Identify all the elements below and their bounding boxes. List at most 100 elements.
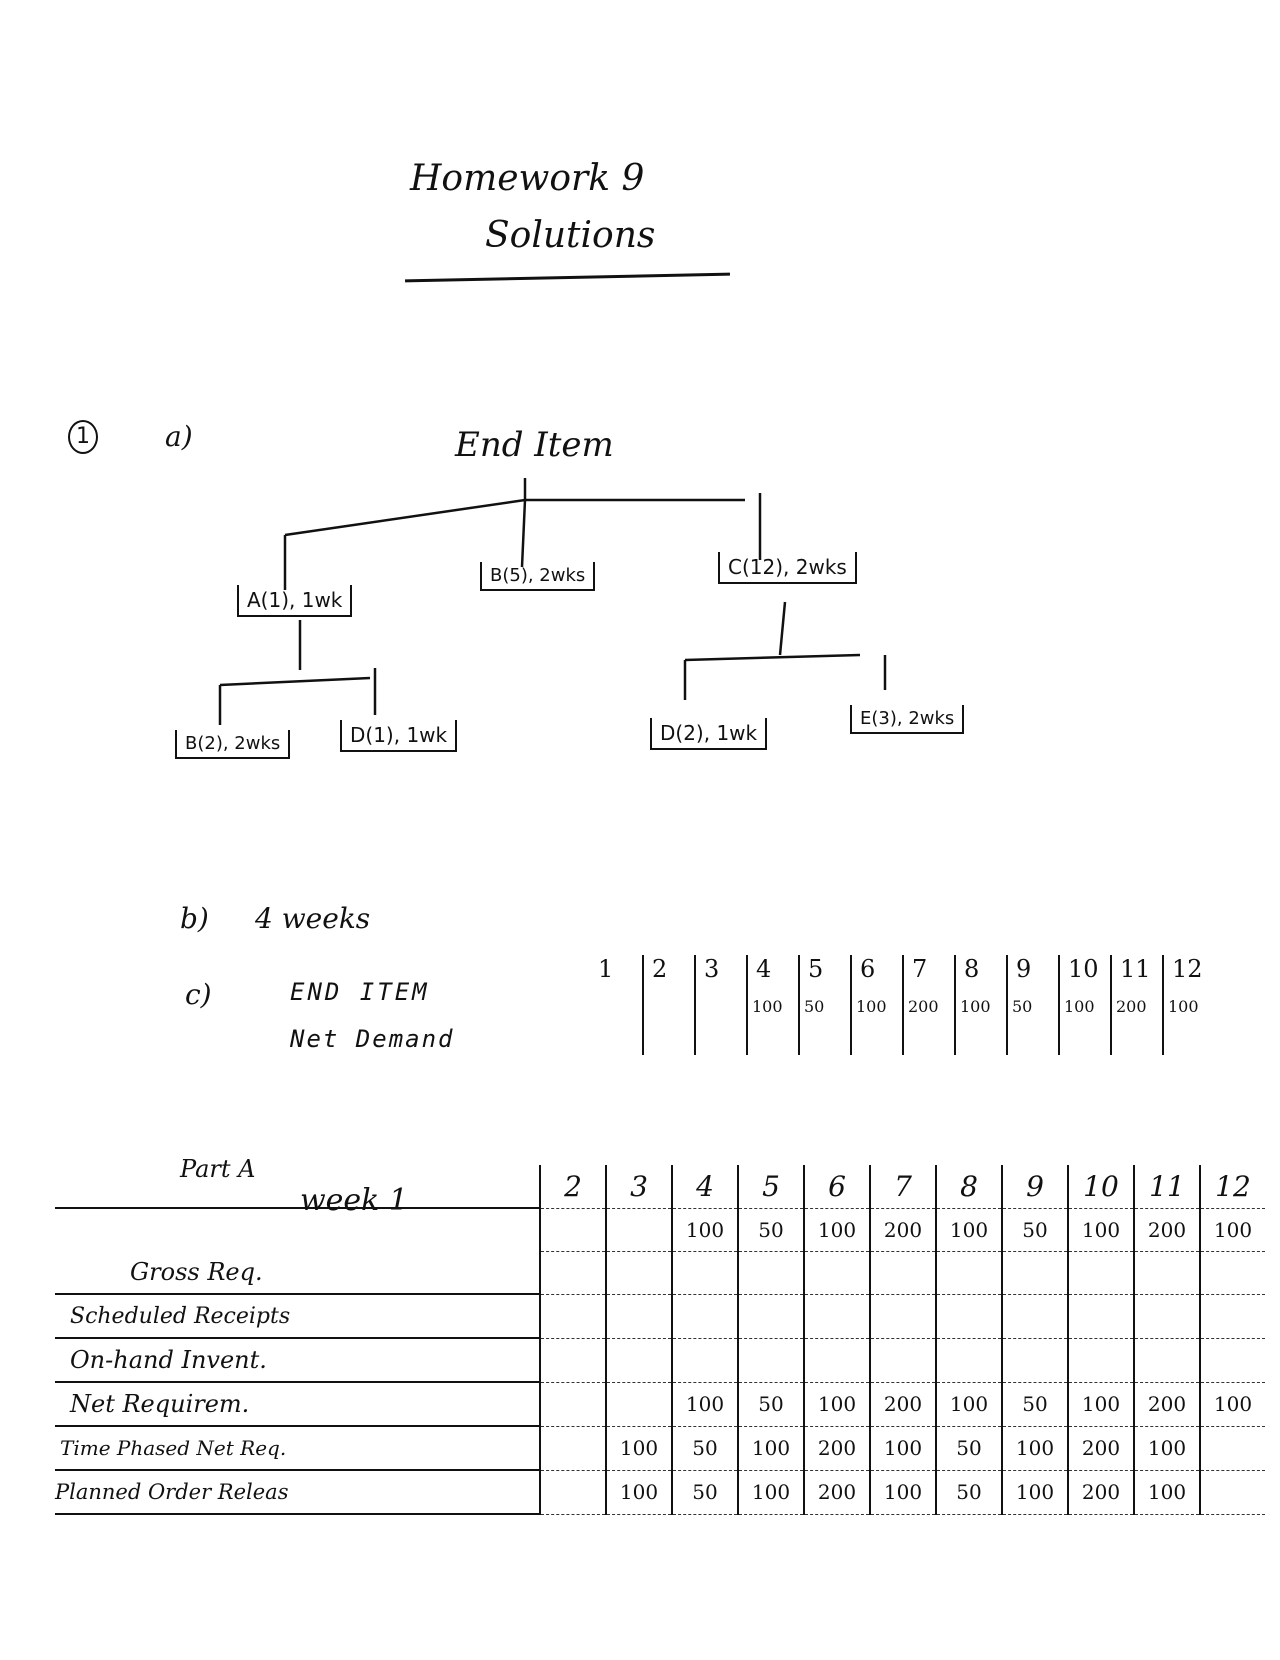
mrp-cell (935, 1251, 1002, 1295)
mrp-cell: 100 (1067, 1382, 1134, 1427)
net-demand-cell: 3 (694, 955, 748, 1055)
mrp-cell (1199, 1251, 1265, 1295)
week-label: 4 (756, 955, 772, 983)
mrp-row-label: Time Phased Net Req. (55, 1426, 540, 1471)
mrp-cell (539, 1382, 606, 1427)
mrp-week: 7 (869, 1165, 936, 1209)
net-demand-value: 100 (856, 997, 887, 1016)
net-demand-cell: 6 100 (850, 955, 904, 1055)
mrp-cell (539, 1338, 606, 1383)
net-demand-value: 100 (752, 997, 783, 1016)
mrp-cell: 100 (671, 1208, 738, 1252)
mrp-cell (1067, 1294, 1134, 1339)
mrp-cell (869, 1294, 936, 1339)
page-title: Homework 9 (410, 158, 645, 199)
net-demand-cell: 12 100 (1162, 955, 1216, 1055)
mrp-cell: 100 (1001, 1426, 1068, 1471)
tree-node-a: A(1), 1wk (237, 585, 353, 617)
mrp-cell (737, 1251, 804, 1295)
mrp-cell (539, 1251, 606, 1295)
mrp-cell: 100 (935, 1382, 1002, 1427)
mrp-row-planned-order-releases: Planned Order Releas 100 50 100 200 100 … (55, 1470, 1265, 1515)
mrp-cell: 100 (1067, 1208, 1134, 1252)
mrp-cell: 50 (671, 1470, 738, 1515)
mrp-cell (935, 1294, 1002, 1339)
week-label: 12 (1172, 955, 1203, 983)
week-label: 7 (912, 955, 928, 983)
mrp-cell (1133, 1251, 1200, 1295)
mrp-row-label: Scheduled Receipts (55, 1294, 540, 1339)
week-label: 3 (704, 955, 720, 983)
net-demand-value: 100 (960, 997, 991, 1016)
mrp-cell: 50 (1001, 1208, 1068, 1252)
mrp-row-label: Planned Order Releas (55, 1470, 540, 1515)
mrp-row-label: Net Requirem. (55, 1382, 540, 1427)
net-demand-cell: 1 (590, 955, 642, 1055)
mrp-week: 3 (605, 1165, 672, 1209)
mrp-week: 2 (539, 1165, 606, 1209)
mrp-week: 11 (1133, 1165, 1200, 1209)
net-demand-value: 100 (1168, 997, 1199, 1016)
mrp-cell (605, 1338, 672, 1383)
mrp-cell: 100 (605, 1470, 672, 1515)
mrp-cell: 100 (1133, 1470, 1200, 1515)
question-number: 1 (68, 420, 98, 454)
mrp-cell (1133, 1338, 1200, 1383)
week-label: 6 (860, 955, 876, 983)
part-c-label: c) (185, 978, 212, 1011)
mrp-week: 12 (1199, 1165, 1265, 1209)
mrp-cell: 200 (869, 1208, 936, 1252)
mrp-row-gross-req: Gross Req. (55, 1251, 1265, 1295)
mrp-cell: 200 (803, 1470, 870, 1515)
mrp-cell: 100 (737, 1470, 804, 1515)
tree-node-a-d: D(1), 1wk (340, 720, 458, 752)
mrp-cell: 100 (671, 1382, 738, 1427)
net-demand-value: 200 (908, 997, 939, 1016)
mrp-week: 10 (1067, 1165, 1134, 1209)
mrp-cell (539, 1426, 606, 1471)
tree-node-c-e: E(3), 2wks (850, 705, 965, 734)
mrp-cell: 50 (671, 1426, 738, 1471)
tree-node-b: B(5), 2wks (480, 562, 596, 591)
mrp-cell: 200 (803, 1426, 870, 1471)
mrp-cell (869, 1251, 936, 1295)
mrp-table: 2 3 4 5 6 7 8 9 10 11 12 100 50 100 200 … (55, 1165, 1265, 1515)
mrp-row-on-hand: On-hand Invent. (55, 1338, 1265, 1383)
mrp-row-label: Gross Req. (55, 1251, 540, 1295)
net-demand-value: 200 (1116, 997, 1147, 1016)
tree-node-a-b: B(2), 2wks (175, 730, 291, 759)
page-subtitle: Solutions (485, 215, 656, 256)
mrp-cell: 200 (869, 1382, 936, 1427)
mrp-week: 6 (803, 1165, 870, 1209)
mrp-cell: 100 (1133, 1426, 1200, 1471)
tree-root: End Item (455, 425, 614, 465)
mrp-cell: 100 (803, 1382, 870, 1427)
mrp-cell: 100 (1199, 1382, 1265, 1427)
mrp-week-header-row: 2 3 4 5 6 7 8 9 10 11 12 (55, 1165, 1265, 1209)
mrp-cell: 100 (803, 1208, 870, 1252)
mrp-cell: 50 (935, 1470, 1002, 1515)
mrp-cell (803, 1338, 870, 1383)
mrp-cell (605, 1251, 672, 1295)
mrp-cell (671, 1338, 738, 1383)
mrp-cell (605, 1382, 672, 1427)
mrp-cell: 200 (1067, 1470, 1134, 1515)
mrp-row-scheduled-receipts: Scheduled Receipts (55, 1294, 1265, 1339)
mrp-cell (1001, 1251, 1068, 1295)
tree-connectors (218, 478, 887, 725)
mrp-cell: 50 (1001, 1382, 1068, 1427)
part-c-row-label: Net Demand (290, 1025, 455, 1053)
mrp-cell (539, 1470, 606, 1515)
mrp-cell: 200 (1067, 1426, 1134, 1471)
week-label: 9 (1016, 955, 1032, 983)
mrp-cell (1001, 1338, 1068, 1383)
mrp-cell (1199, 1338, 1265, 1383)
mrp-cell (1067, 1338, 1134, 1383)
part-b-answer: 4 weeks (255, 902, 371, 935)
net-demand-value: 100 (1064, 997, 1095, 1016)
